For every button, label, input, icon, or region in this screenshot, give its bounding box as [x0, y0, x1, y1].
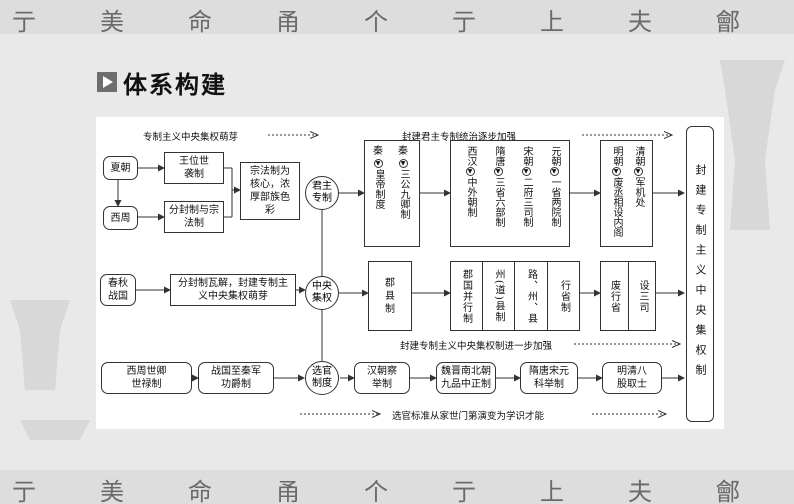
box-fenfeng: 分封制与宗法制	[164, 201, 224, 233]
hub-junzhu: 君主专制	[305, 176, 339, 210]
col-qing: 清朝 ▼ 军机处	[629, 146, 647, 207]
system-emperor: 皇帝制度	[373, 169, 384, 209]
box-xizhou: 西周	[103, 206, 138, 230]
note-monarchy-strengthen: 封建君主专制统治逐步加强	[402, 132, 517, 143]
box-chaju: 汉朝察举制	[354, 362, 410, 394]
banner-glyph: 个	[364, 8, 388, 34]
box-zongfa: 宗法制为核心，浓厚部族色彩	[240, 162, 300, 220]
col-suitang: 隋唐 ▼ 三省六部制	[486, 146, 510, 227]
text-xingsheng: 行省制	[547, 261, 580, 331]
box-keju: 隋唐宋元科举制	[520, 362, 578, 394]
col-xihan: 西汉 ▼ 中外朝制	[458, 146, 482, 217]
system-sangong: 三公九卿制	[398, 169, 409, 219]
col-ming: 明朝 ▼ 废丞相设内阁	[607, 146, 625, 237]
hub-zhongyang: 中央集权	[305, 276, 339, 310]
text-lu: 路、州、县	[514, 261, 547, 331]
top-banner: 亍 美 命 甬 个 亍 上 夫 鄶	[0, 0, 794, 34]
banner-glyph: 命	[188, 8, 212, 34]
circle-arrow-icon: ▼	[611, 167, 621, 176]
text-jungu: 郡国并行制	[460, 268, 472, 324]
circle-arrow-icon: ▼	[398, 159, 408, 168]
box-wajie: 分封制瓦解，封建专制主义中央集权萌芽	[170, 274, 296, 306]
banner-glyph: 亍	[452, 478, 476, 504]
system-erfu: 二府三司制	[521, 177, 532, 227]
note-selection-change: 选官标准从家世门第演变为学识才能	[392, 411, 545, 422]
dynasty-ming: 明朝	[611, 146, 622, 166]
dynasty-song: 宋朝	[521, 146, 532, 166]
system-junjichu: 军机处	[633, 177, 644, 207]
circle-arrow-icon: ▼	[521, 167, 531, 176]
final-text: 封建专制主义中央集权制	[694, 164, 707, 384]
box-jiupin: 魏晋南北朝九品中正制	[436, 362, 496, 394]
box-junxian: 郡县制	[368, 261, 412, 331]
play-icon	[97, 72, 117, 92]
col-qin-emperor: 秦 ▼ 皇帝制度	[371, 146, 385, 209]
group-ming-qing	[600, 140, 653, 247]
col-song: 宋朝 ▼ 二府三司制	[514, 146, 538, 227]
box-jungong: 战国至秦军功爵制	[198, 362, 274, 394]
circle-arrow-icon: ▼	[549, 167, 559, 176]
system-yisheng: 一省两院制	[549, 177, 560, 227]
banner-glyph: 命	[188, 478, 212, 504]
circle-arrow-icon: ▼	[493, 167, 503, 176]
circle-arrow-icon: ▼	[465, 167, 475, 176]
box-shiqing: 西周世卿世禄制	[101, 362, 192, 394]
system-sansheng: 三省六部制	[493, 177, 504, 227]
section-heading: 体系构建	[97, 68, 227, 99]
box-wangwei: 王位世袭制	[164, 152, 224, 184]
banner-glyph: 个	[364, 478, 388, 504]
system-zhongwai: 中外朝制	[465, 177, 476, 217]
circle-arrow-icon: ▼	[373, 159, 383, 168]
banner-glyph: 亍	[452, 8, 476, 34]
dynasty-qin: 秦	[373, 146, 383, 157]
hub-xuanguan: 选官制度	[305, 361, 339, 395]
text-zhoudao: 州(道)县制	[482, 261, 514, 331]
group-local-admin	[450, 261, 580, 331]
dynasty-qing: 清朝	[633, 146, 644, 166]
note-sprout: 专制主义中央集权萌芽	[143, 132, 239, 143]
col-yuan: 元朝 ▼ 一省两院制	[542, 146, 566, 227]
banner-glyph: 美	[100, 478, 124, 504]
dynasty-yuan: 元朝	[549, 146, 560, 166]
col-qin-sangong: 秦 ▼ 三公九卿制	[396, 146, 410, 219]
box-xia: 夏朝	[103, 156, 138, 180]
dynasty-xihan: 西汉	[465, 146, 476, 166]
box-chunqiu: 春秋战国	[100, 274, 136, 306]
banner-glyph: 夫	[628, 478, 652, 504]
banner-glyph: 美	[100, 8, 124, 34]
text-sheng: 设三司	[628, 261, 656, 331]
banner-glyph: 夫	[628, 8, 652, 34]
note-central-strengthen: 封建专制主义中央集权制进一步加强	[400, 341, 553, 352]
banner-glyph: 亍	[12, 8, 36, 34]
banner-glyph: 鄶	[716, 478, 740, 504]
system-neige: 废丞相设内阁	[611, 177, 622, 237]
banner-glyph: 亍	[12, 478, 36, 504]
circle-arrow-icon: ▼	[633, 167, 643, 176]
dynasty-qin: 秦	[398, 146, 408, 157]
box-final: 封建专制主义中央集权制	[686, 126, 714, 422]
group-qin-monarchy	[364, 140, 420, 247]
heading-text: 体系构建	[123, 69, 227, 99]
banner-glyph: 甬	[276, 8, 300, 34]
box-bagu: 明清八股取士	[602, 362, 662, 394]
text-fei: 废行省	[608, 279, 620, 313]
group-han-yuan	[450, 140, 570, 247]
banner-glyph: 鄶	[716, 8, 740, 34]
banner-glyph: 上	[540, 8, 564, 34]
banner-glyph: 甬	[276, 478, 300, 504]
dynasty-suitang: 隋唐	[493, 146, 504, 166]
bottom-banner: 亍 美 命 甬 个 亍 上 夫 鄶	[0, 470, 794, 504]
banner-glyph: 上	[540, 478, 564, 504]
